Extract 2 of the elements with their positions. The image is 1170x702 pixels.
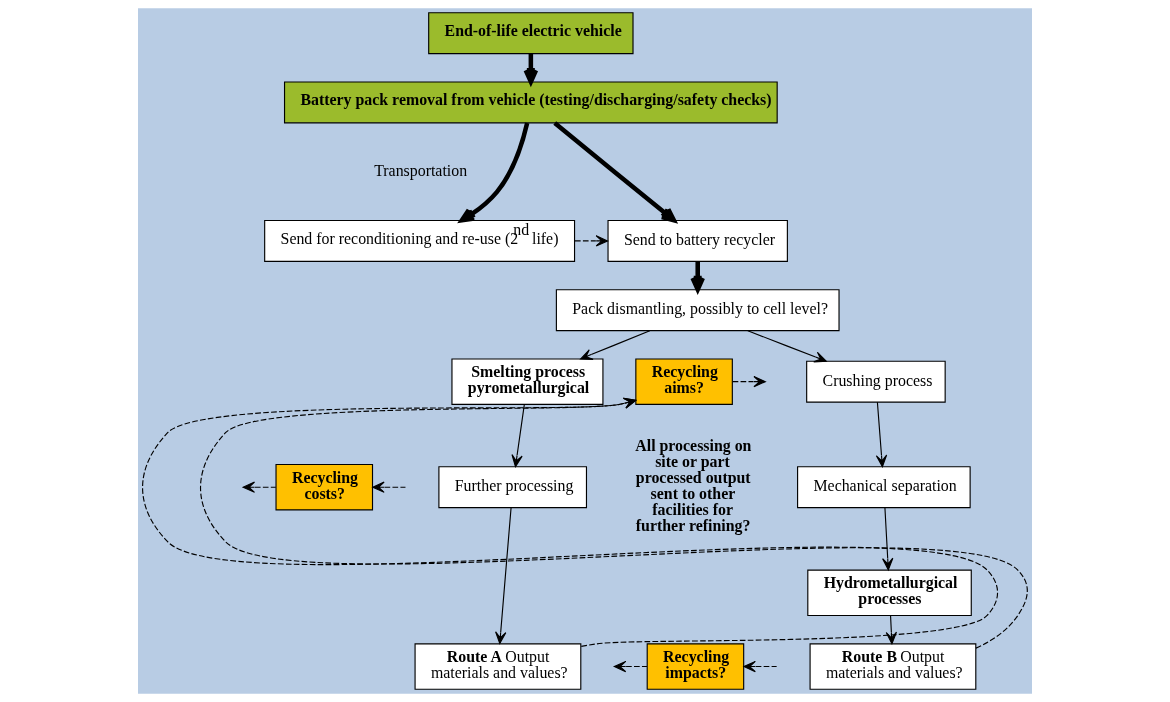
label: Transportation bbox=[374, 161, 468, 179]
label: All processing on site or part processed output sent to other facilities for further refining? bbox=[635, 437, 752, 534]
